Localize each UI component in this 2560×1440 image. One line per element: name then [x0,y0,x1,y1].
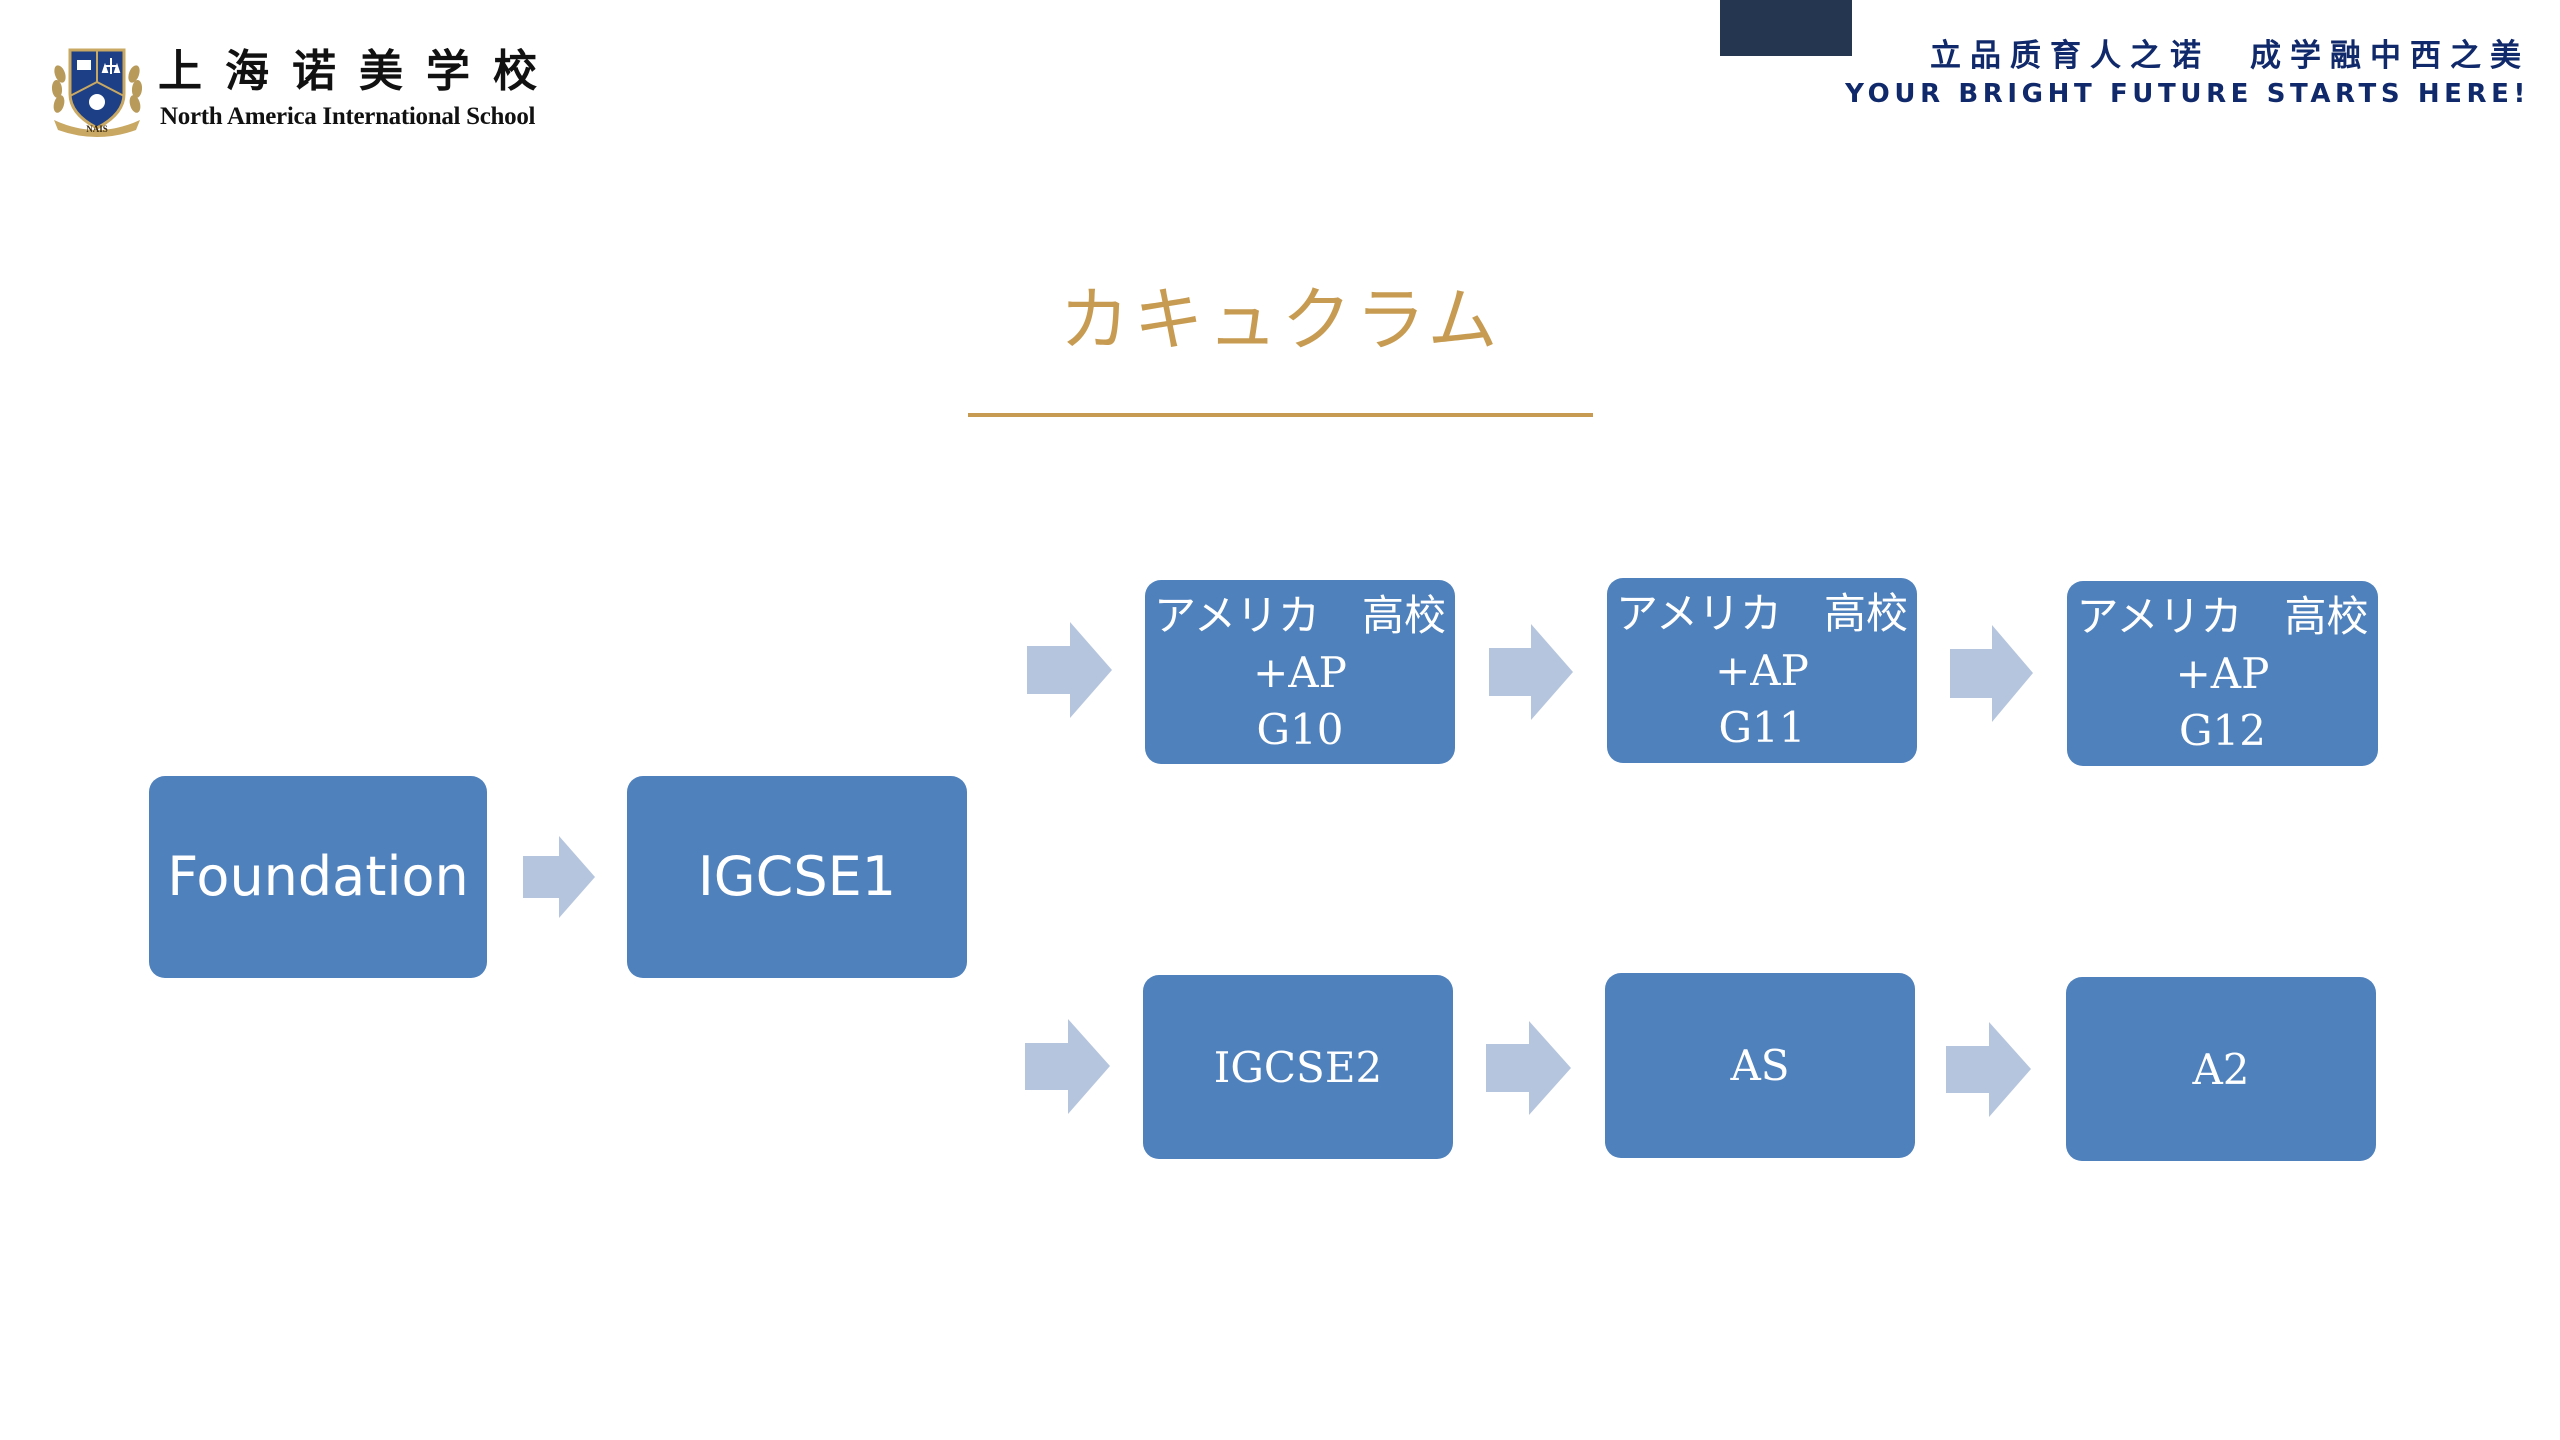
box-label: IGCSE1 [697,845,897,908]
school-name-en: North America International School [160,103,536,130]
tree-icon [89,94,105,110]
arrow-right-icon [1950,625,2033,722]
crest-text: NAIS [86,124,108,134]
arrow-right-icon [523,836,595,918]
box-foundation: Foundation [149,776,487,978]
slogan-cn: 立品质育人之诺 成学融中西之美 [1930,38,2530,74]
book-icon [77,60,91,70]
box-label: A2 [2192,1044,2250,1094]
arrow-right-icon [1489,624,1573,720]
title-underline [968,413,1593,417]
scales-icon [101,58,121,74]
box-american-g12: アメリカ 高校 +AP G12 [2067,581,2378,766]
laurel-icon [51,65,143,113]
page-title: カキュクラム [1059,279,1502,361]
arrow-right-icon [1486,1021,1571,1115]
box-label: アメリカ 高校 +AP G10 [1154,590,1446,754]
arrow-right-icon [1946,1022,2031,1117]
box-label: Foundation [167,845,469,908]
box-american-g11: アメリカ 高校 +AP G11 [1607,578,1917,763]
box-a2: A2 [2066,977,2376,1161]
box-label: AS [1730,1041,1790,1090]
school-name-cn: 上海诺美学校 [158,46,560,97]
header-accent-block [1720,0,1852,56]
box-label: アメリカ 高校 +AP G12 [2076,592,2369,755]
arrow-right-icon [1025,1019,1110,1114]
box-label: アメリカ 高校 +AP G11 [1616,589,1908,752]
school-crest-logo: NAIS [51,48,143,137]
box-label: IGCSE2 [1213,1042,1383,1092]
box-igcse1: IGCSE1 [627,776,967,978]
arrow-right-icon [1027,622,1112,718]
box-american-g10: アメリカ 高校 +AP G10 [1145,580,1455,764]
box-as: AS [1605,973,1915,1158]
slogan-en: YOUR BRIGHT FUTURE STARTS HERE! [1845,79,2530,109]
box-igcse2: IGCSE2 [1143,975,1453,1159]
